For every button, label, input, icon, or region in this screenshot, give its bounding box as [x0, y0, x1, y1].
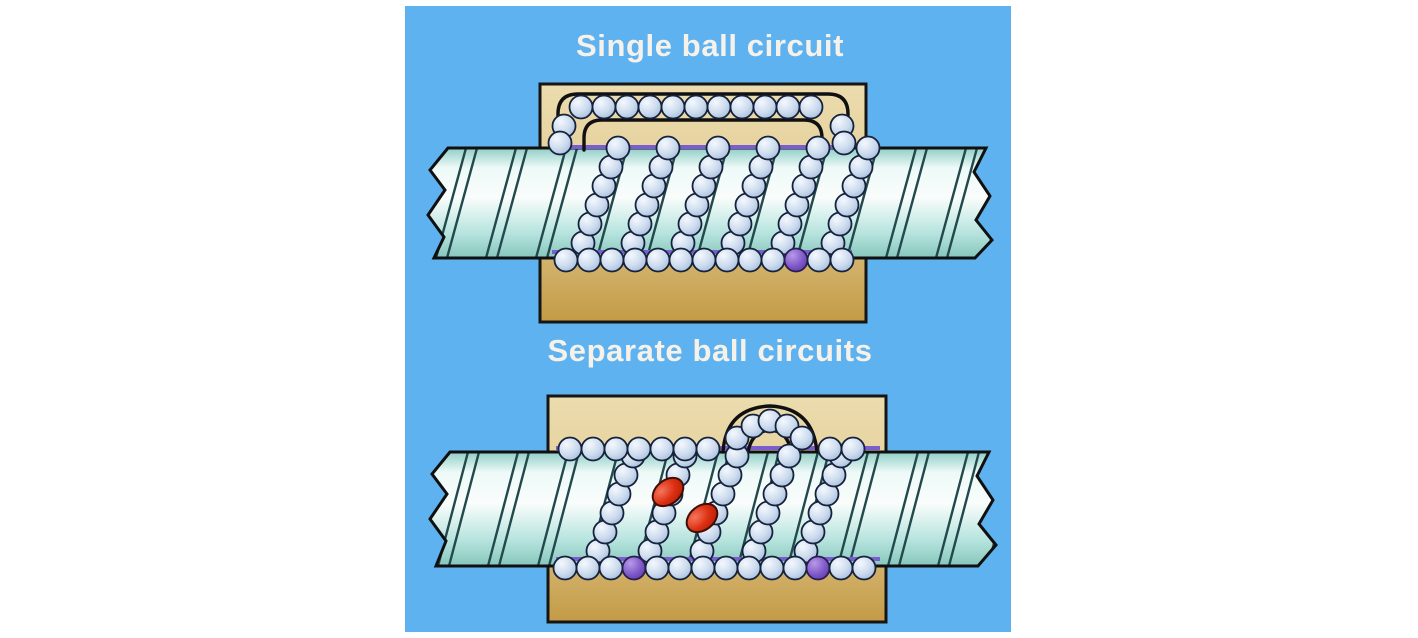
steel-ball	[668, 247, 694, 273]
steel-ball	[775, 94, 801, 120]
bottom-ball-row	[553, 247, 855, 273]
steel-ball	[599, 247, 625, 273]
steel-ball	[622, 247, 648, 273]
thread-line	[497, 452, 531, 566]
steel-ball	[655, 135, 681, 161]
red-deflector-ball	[651, 476, 685, 508]
steel-ball	[705, 135, 731, 161]
thread-line	[545, 148, 579, 258]
purple-ball	[805, 555, 831, 581]
thread-line	[897, 452, 931, 566]
steel-ball	[752, 94, 778, 120]
separate-circuits-diagram	[428, 394, 998, 624]
steel-ball	[760, 247, 786, 273]
screw-shaft-outline	[428, 450, 998, 568]
top-ball-row	[557, 408, 866, 462]
purple-ball	[621, 555, 647, 581]
steel-ball	[568, 94, 594, 120]
steel-ball	[683, 94, 709, 120]
steel-ball	[614, 94, 640, 120]
red-deflector-ball	[685, 502, 719, 534]
guide-rail	[552, 145, 852, 149]
steel-ball	[806, 247, 832, 273]
steel-ball	[626, 436, 652, 462]
thread-line	[936, 452, 970, 566]
thread-line	[445, 148, 479, 258]
steel-ball	[840, 436, 866, 462]
thread-line	[895, 148, 929, 258]
thread-line	[495, 148, 529, 258]
steel-ball	[789, 425, 815, 451]
steel-ball	[649, 436, 675, 462]
steel-ball	[729, 94, 755, 120]
bottom-ball-row	[552, 555, 877, 581]
thread-line	[534, 148, 568, 258]
thread-line	[836, 452, 870, 566]
steel-ball	[576, 247, 602, 273]
thread-line	[447, 452, 481, 566]
return-tube-balls	[547, 94, 857, 156]
thread-line	[484, 148, 518, 258]
steel-ball	[805, 135, 831, 161]
steel-ball	[672, 436, 698, 462]
screw-shaft-outline	[426, 146, 994, 260]
steel-ball	[605, 135, 631, 161]
steel-ball	[755, 135, 781, 161]
ball-chain-group	[570, 135, 881, 256]
deflector-ball-group	[651, 476, 719, 534]
steel-ball	[798, 94, 824, 120]
steel-ball	[691, 247, 717, 273]
thread-line	[945, 148, 979, 258]
thread-line	[547, 452, 581, 566]
steel-ball	[690, 555, 716, 581]
steel-ball	[831, 130, 857, 156]
steel-ball	[667, 555, 693, 581]
thread-line	[786, 452, 820, 566]
return-tube-outer	[556, 92, 850, 152]
thread-line	[947, 452, 981, 566]
steel-ball	[575, 555, 601, 581]
steel-ball	[591, 94, 617, 120]
steel-ball	[645, 247, 671, 273]
steel-ball	[759, 555, 785, 581]
steel-ball	[637, 94, 663, 120]
steel-ball	[817, 436, 843, 462]
purple-ball	[783, 247, 809, 273]
steel-ball	[553, 247, 579, 273]
steel-ball	[828, 555, 854, 581]
thread-line	[486, 452, 520, 566]
steel-ball	[713, 555, 739, 581]
steel-ball	[782, 555, 808, 581]
steel-ball	[714, 247, 740, 273]
steel-ball	[851, 555, 877, 581]
thread-line	[536, 452, 570, 566]
steel-ball	[644, 555, 670, 581]
steel-ball	[557, 436, 583, 462]
steel-ball	[660, 94, 686, 120]
return-tube-inner	[582, 118, 824, 152]
steel-ball	[547, 130, 573, 156]
steel-ball	[736, 555, 762, 581]
steel-ball	[580, 436, 606, 462]
thread-line	[847, 452, 881, 566]
steel-ball	[829, 247, 855, 273]
top-diagram-title: Single ball circuit	[576, 28, 844, 63]
thread-line	[934, 148, 968, 258]
steel-ball	[695, 436, 721, 462]
thread-line	[884, 148, 918, 258]
steel-ball	[598, 555, 624, 581]
steel-ball	[603, 436, 629, 462]
single-circuit-diagram	[426, 82, 994, 324]
steel-ball	[737, 247, 763, 273]
steel-ball	[706, 94, 732, 120]
thread-line	[886, 452, 920, 566]
bottom-diagram-title: Separate ball circuits	[547, 333, 872, 368]
steel-ball	[776, 443, 802, 469]
steel-ball	[855, 135, 881, 161]
steel-ball	[552, 555, 578, 581]
